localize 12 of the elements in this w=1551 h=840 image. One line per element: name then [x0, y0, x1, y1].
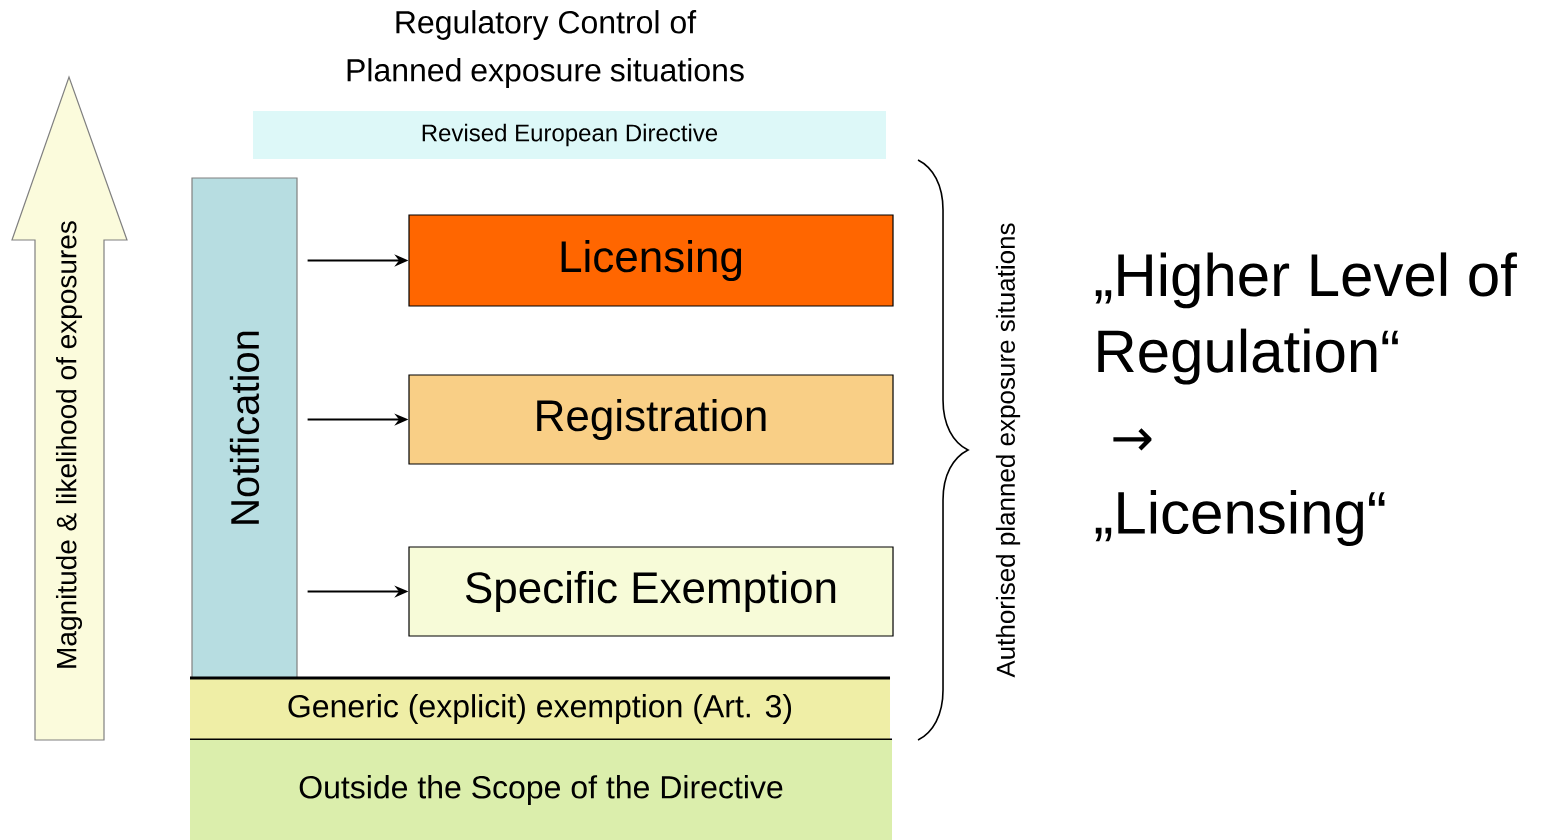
band: Generic (explicit) exemption (Art. 3) [190, 676, 892, 742]
process-box: Notification [191, 177, 298, 679]
brace-label: Authorised planned exposure situations [995, 223, 1021, 678]
title: Regulatory Control of Planned exposure situations [347, 10, 744, 88]
process-box: Registration [408, 374, 894, 465]
banner: Revised European Directive [253, 111, 886, 159]
note: „Licensing“ [1095, 490, 1385, 546]
band: Outside the Scope of the Directive [190, 740, 892, 840]
process-box: Licensing [408, 214, 894, 307]
process-box: Specific Exemption [408, 546, 894, 637]
note: „Higher Level of Regulation“ [1095, 252, 1517, 385]
note: → [1113, 428, 1152, 451]
